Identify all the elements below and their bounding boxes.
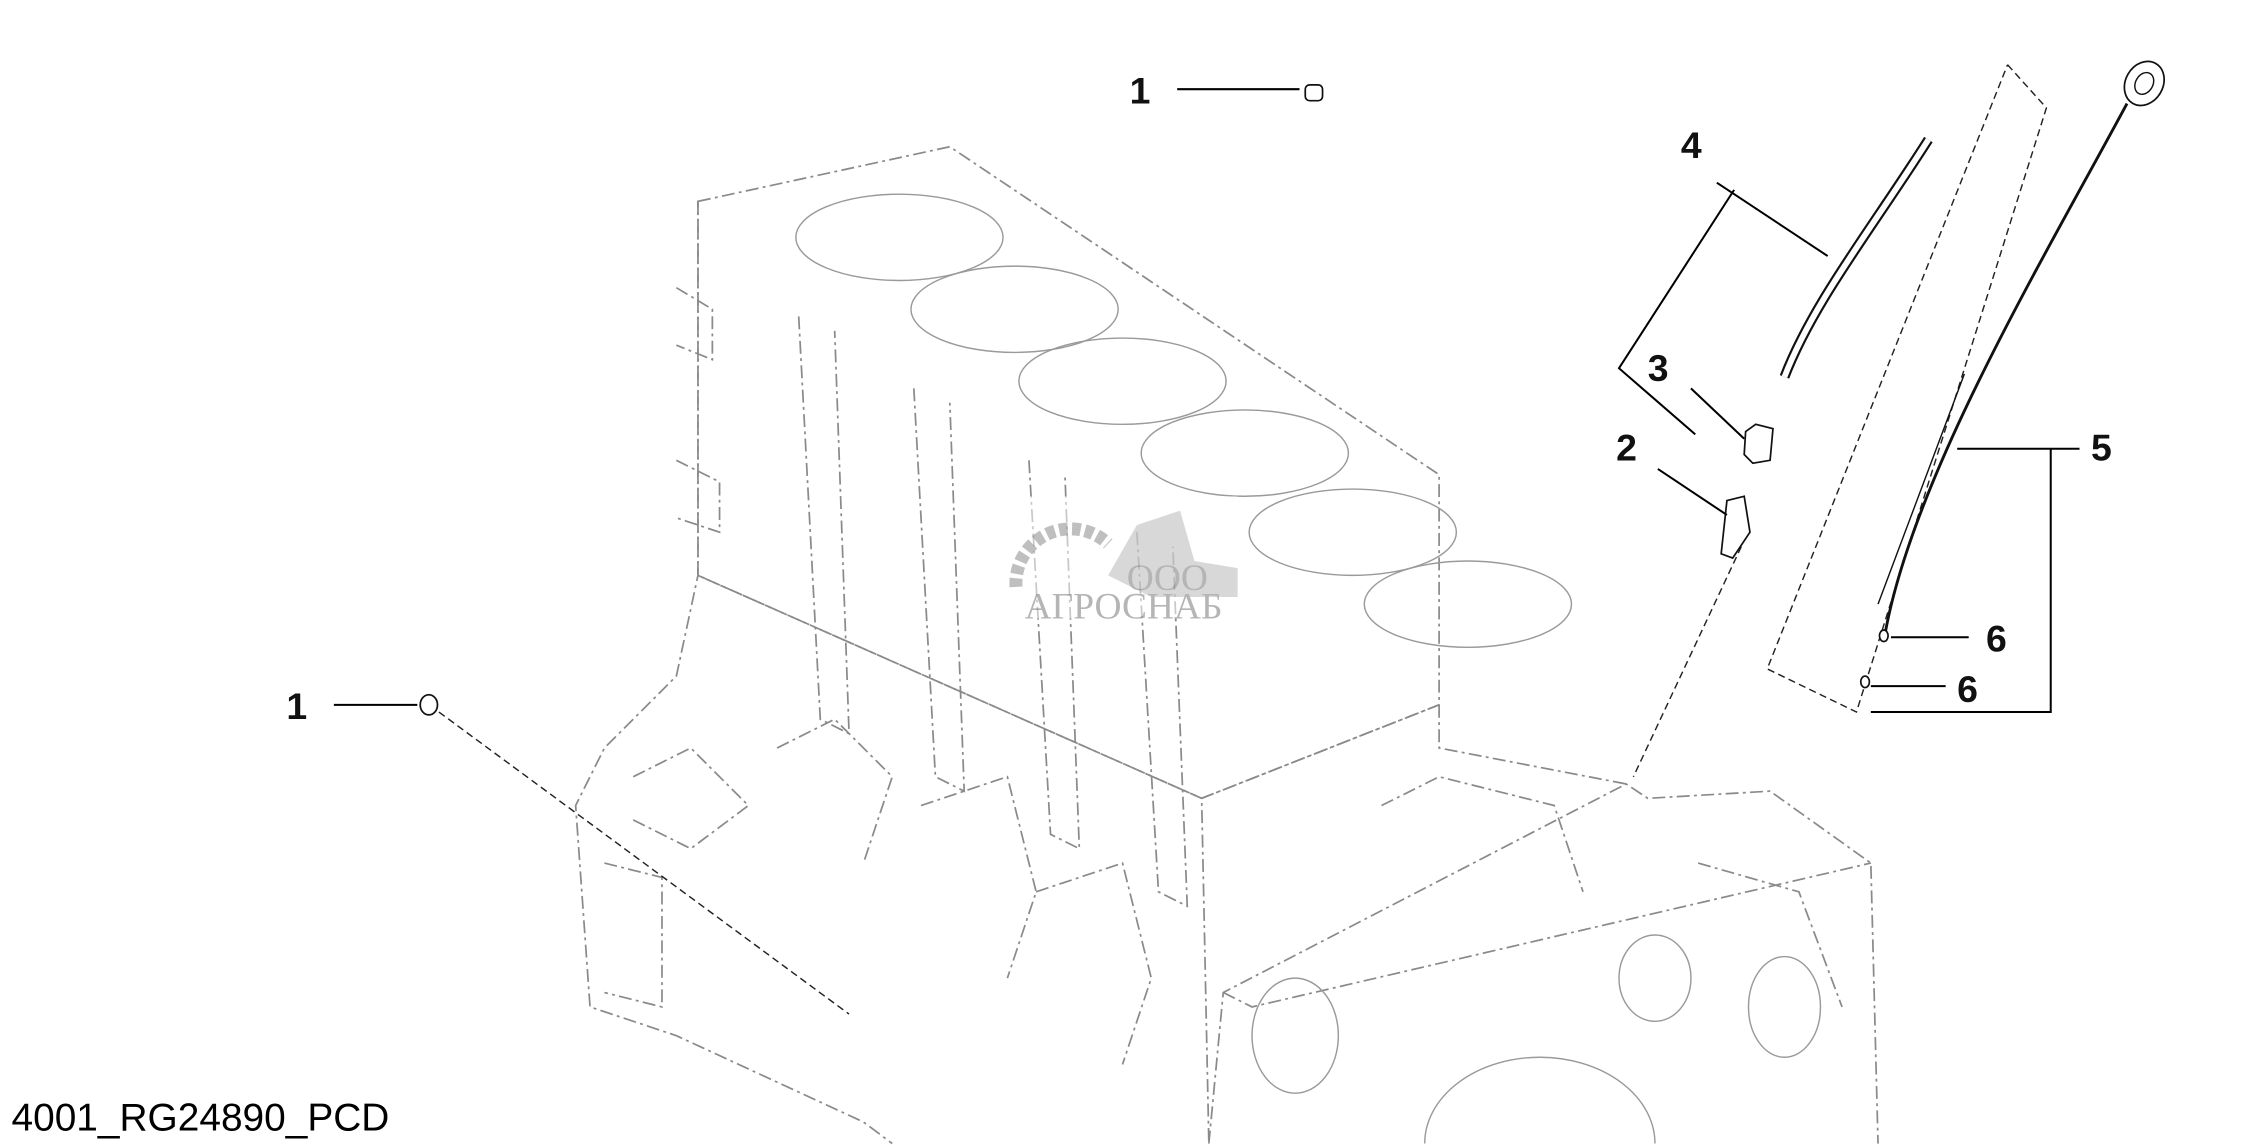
part-o-ring-upper	[1878, 629, 1889, 643]
callout-1-side: 1	[286, 685, 307, 727]
callout-1-top: 1	[1130, 70, 1151, 112]
watermark-prefix: ООО	[1127, 558, 1208, 599]
callout-2: 2	[1616, 426, 1637, 468]
callout-6-lower: 6	[1957, 668, 1978, 710]
part-o-ring-lower	[1859, 675, 1871, 689]
figure-code: 4001_RG24890_PCD	[12, 1097, 390, 1140]
callout-6-upper: 6	[1986, 618, 2007, 660]
part-nut	[1743, 423, 1774, 465]
callout-5: 5	[2091, 426, 2112, 468]
part-plug-top	[1304, 84, 1324, 102]
part-plug-side	[419, 693, 439, 716]
leader-lines	[333, 88, 2080, 714]
part-dipstick-tube	[1779, 136, 1933, 379]
callout-4: 4	[1681, 124, 1702, 166]
part-fitting	[1720, 495, 1751, 560]
part-dipstick	[1877, 60, 2166, 634]
engine-block-drawing	[438, 145, 1879, 1145]
watermark-logo: ООО АГРОСНАБ	[1007, 496, 1238, 628]
watermark-name: АГРОСНАБ	[1025, 587, 1223, 628]
callout-3: 3	[1648, 347, 1669, 389]
